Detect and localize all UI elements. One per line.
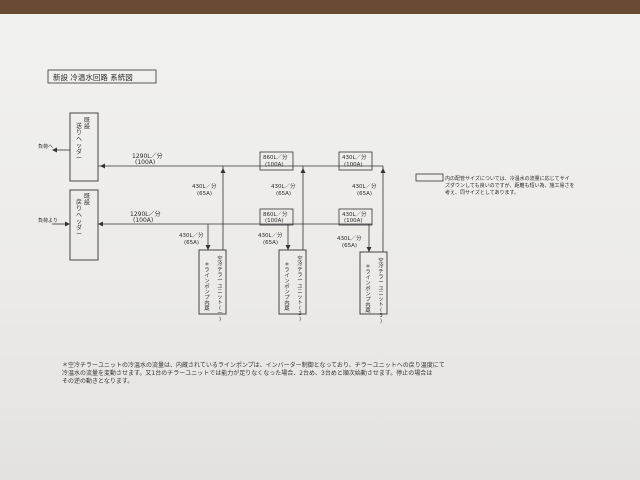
unit2-return-arrow: [285, 245, 291, 250]
chiller-unit-1-box: [198, 249, 227, 315]
unit3-supply-size: (65A): [357, 191, 372, 197]
main-return-arrow: [98, 221, 103, 227]
chiller-unit-2-box: [278, 249, 307, 315]
return-header-col1: 既設: [84, 193, 90, 207]
unit3-return-flow: 430L／分: [337, 234, 362, 242]
return-header-col2: 戻りヘッダー: [76, 198, 82, 239]
legend-box: [415, 173, 444, 182]
supply-branch-size-2: (100A): [344, 162, 363, 168]
chiller-unit-1-pump: ＊ラインポンプ内蔵: [204, 262, 210, 312]
unit2-return-size: (65A): [263, 240, 278, 246]
diagram-title: 新設 冷温水回路 系統図: [53, 72, 133, 82]
to-load-arrow: [52, 147, 57, 153]
unit2-supply-size: (65A): [276, 191, 291, 197]
chiller-unit-2-name: 空冷チラーユニット(2): [297, 254, 302, 323]
to-load-label: 負荷へ: [38, 143, 53, 150]
chiller-unit-3-pump: ＊ラインポンプ内蔵: [365, 264, 371, 314]
from-load-label: 負荷より: [38, 217, 58, 224]
unit1-supply-flow: 430L／分: [192, 182, 217, 190]
supply-header-box: [69, 112, 99, 182]
return-branch-flow-2: 430L／分: [342, 210, 367, 218]
supply-header-col1: 既設: [84, 117, 90, 131]
legend-line-3: 考え、同サイズとしてあります。: [445, 189, 519, 196]
supply-branch-flow-2: 430L／分: [342, 153, 367, 161]
unit1-supply-size: (65A): [197, 191, 212, 197]
chiller-unit-3-box: [359, 251, 388, 315]
unit2-supply-arrow: [300, 168, 306, 173]
supply-branch-flow-1: 860L／分: [263, 153, 288, 161]
note-line-3: その逆の動きとなります。: [62, 378, 134, 385]
main-return-flow: 1290L／分: [130, 210, 161, 218]
unit1-return-size: (65A): [184, 240, 199, 246]
legend-line-2: ズダウンしても良いのですが、距離も短い為、施工易さを: [445, 182, 575, 189]
return-branch-box-1: [259, 208, 294, 226]
chiller-unit-3-name: 空冷チラーユニット(3): [378, 256, 383, 325]
return-header-box: [69, 189, 99, 261]
unit3-supply-flow: 430L／分: [352, 182, 377, 190]
main-supply-size: (100A): [135, 159, 155, 166]
system-diagram: 新設 冷温水回路 系統図 既設 送りヘッダー 既設 戻りヘッダー 負荷へ 負荷よ…: [38, 69, 575, 325]
unit3-return-size: (65A): [342, 243, 357, 249]
supply-header-col2: 送りヘッダー: [76, 122, 82, 163]
legend-line-1: 内の配管サイズについては、冷温水の流量に応じてサイ: [445, 175, 570, 182]
supply-branch-box-2: [338, 151, 373, 171]
main-supply-arrow: [100, 163, 105, 169]
return-branch-size-2: (100A): [344, 218, 363, 224]
from-load-arrow: [65, 221, 70, 227]
paper-sheet: 新設 冷温水回路 系統図 既設 送りヘッダー 既設 戻りヘッダー 負荷へ 負荷よ…: [0, 14, 640, 480]
note-line-1: ＊空冷チラーユニットの冷温水の流量は、内蔵されているラインポンプは、インバーター…: [62, 362, 445, 369]
return-branch-flow-1: 860L／分: [263, 210, 288, 218]
supply-branch-box-1: [259, 151, 294, 171]
note-line-2: 冷温水の流量を変動させます。又1台のチラーユニットでは能力が足りなくなった場合、…: [62, 370, 433, 377]
chiller-unit-2-pump: ＊ラインポンプ内蔵: [284, 262, 290, 312]
unit1-return-arrow: [205, 245, 211, 250]
unit2-supply-flow: 430L／分: [271, 182, 296, 190]
main-return-size: (100A): [133, 217, 153, 224]
main-supply-flow: 1290L／分: [132, 152, 163, 160]
unit2-return-flow: 430L／分: [258, 231, 283, 239]
unit3-supply-arrow: [380, 168, 386, 173]
unit1-supply-arrow: [220, 168, 226, 173]
unit1-return-flow: 430L／分: [179, 231, 204, 239]
return-branch-size-1: (100A): [265, 218, 284, 224]
title-box: [47, 69, 157, 84]
unit3-return-arrow: [366, 247, 372, 252]
supply-branch-size-1: (100A): [265, 162, 284, 168]
return-branch-box-2: [338, 208, 373, 226]
chiller-unit-1-name: 空冷チラーユニット(一): [217, 254, 222, 323]
